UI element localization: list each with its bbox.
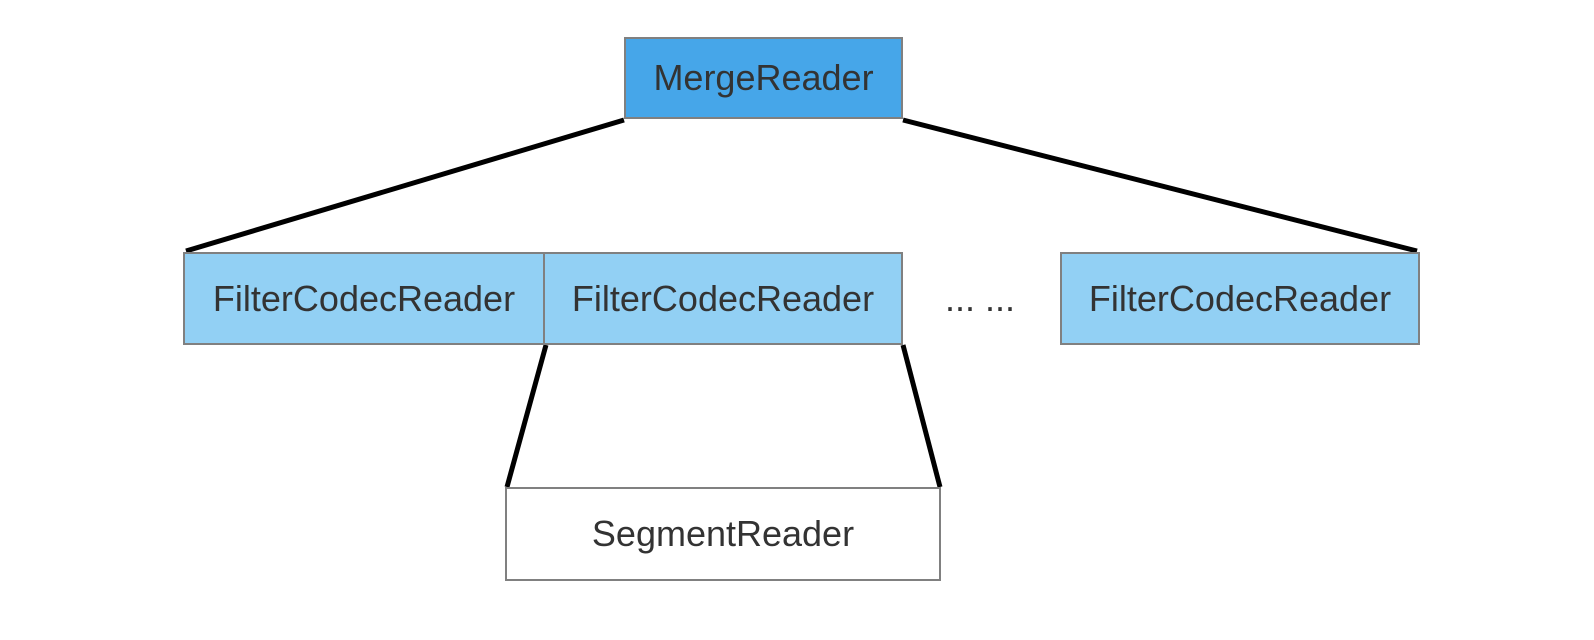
connector-filter-to-segment-left	[504, 344, 549, 488]
filter-codec-reader-label-3: FilterCodecReader	[1088, 277, 1392, 319]
connector-merge-to-filter-left	[185, 117, 625, 254]
ellipsis-more-readers: ... ...	[944, 278, 1015, 319]
merge-reader-label: MergeReader	[653, 57, 874, 98]
filter-codec-reader-label-2: FilterCodecReader	[571, 277, 875, 319]
filter-codec-reader-node-3: FilterCodecReader	[1060, 252, 1420, 345]
segment-reader-node: SegmentReader	[505, 487, 941, 581]
filter-codec-reader-node-2: FilterCodecReader	[543, 252, 903, 345]
filter-codec-reader-label-1: FilterCodecReader	[212, 277, 516, 319]
filter-codec-reader-node-1: FilterCodecReader	[183, 252, 545, 345]
merge-reader-node: MergeReader	[624, 37, 903, 119]
connector-filter-to-segment-right	[900, 344, 943, 488]
segment-reader-label: SegmentReader	[591, 513, 855, 554]
connector-merge-to-filter-right	[902, 117, 1418, 254]
